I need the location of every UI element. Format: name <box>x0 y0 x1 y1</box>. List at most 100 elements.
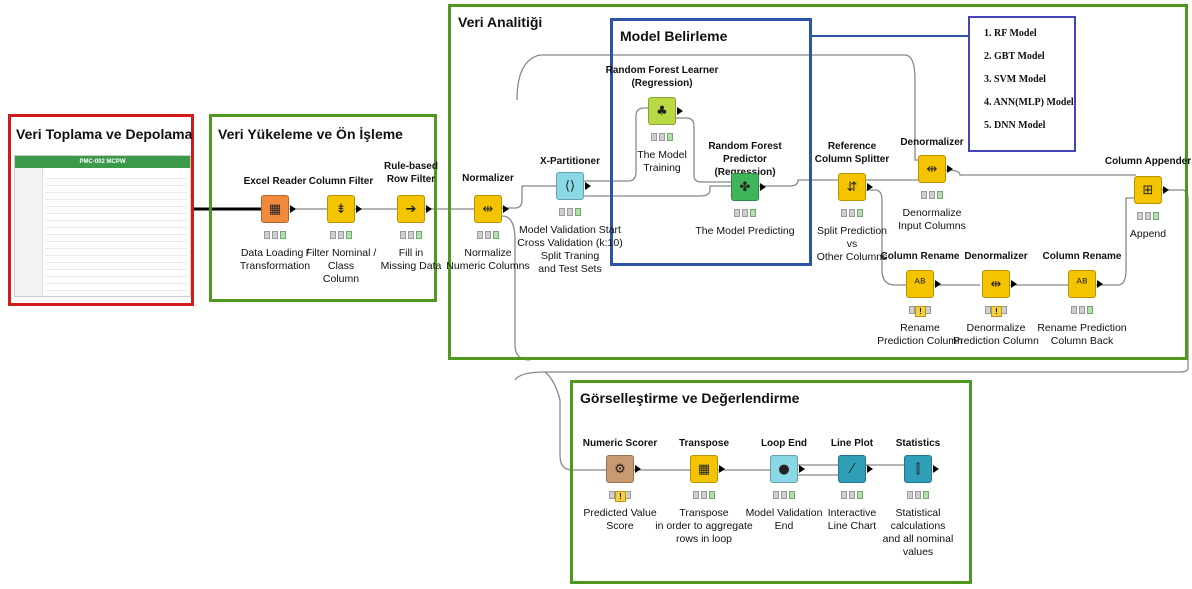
model-list-item: 1. RF Model <box>984 28 1037 39</box>
line-plot-description: Interactive Line Chart <box>827 507 877 532</box>
transpose-icon: ▦ <box>697 461 711 477</box>
warning-icon: ! <box>991 306 1002 317</box>
rule-filter-node[interactable]: ➔ <box>397 195 425 223</box>
data-collection-title: Veri Toplama ve Depolama <box>16 126 193 142</box>
column-appender-icon: ⊞ <box>1142 182 1154 198</box>
node-status-indicator <box>921 191 943 199</box>
denormalizer1-title: Denormalizer <box>900 137 964 148</box>
output-port-icon[interactable] <box>1011 280 1017 288</box>
loop-end-title: Loop End <box>760 438 808 449</box>
ref-splitter-node[interactable]: ⇵ <box>838 173 866 201</box>
model-list-item: 3. SVM Model <box>984 74 1046 85</box>
data-collection-panel <box>8 114 194 306</box>
rule-filter-description: Fill in Missing Data <box>380 247 442 272</box>
ref-splitter-title: Reference Column Splitter <box>814 141 890 165</box>
loop-end-description: Model Validation End <box>745 507 823 532</box>
ref-splitter-icon: ⇵ <box>846 179 858 195</box>
statistics-title: Statistics <box>895 438 941 449</box>
column-rename2-title: Column Rename <box>1042 251 1122 262</box>
column-filter-description: Filter Nominal / Class Column <box>305 247 377 285</box>
rf-predictor-title: Random Forest Predictor (Regression) <box>708 141 782 178</box>
output-port-icon[interactable] <box>503 205 509 213</box>
denormalizer1-description: Denormalize Input Columns <box>898 207 966 232</box>
output-port-icon[interactable] <box>867 465 873 473</box>
rf-predictor-node[interactable]: ✤ <box>731 173 759 201</box>
rf-learner-node[interactable]: ♣ <box>648 97 676 125</box>
node-status-indicator <box>841 209 863 217</box>
normalizer-description: Normalize Numeric Columns <box>446 247 530 272</box>
output-port-icon[interactable] <box>867 183 873 191</box>
output-port-icon[interactable] <box>585 182 591 190</box>
rf-learner-title: Random Forest Learner (Regression) <box>605 65 719 89</box>
numeric-scorer-icon: ⚙ <box>614 461 626 477</box>
data-analytics-panel <box>448 4 1188 360</box>
model-list-box <box>968 16 1076 152</box>
output-port-icon[interactable] <box>1163 186 1169 194</box>
numeric-scorer-description: Predicted Value Score <box>583 507 657 532</box>
output-port-icon[interactable] <box>947 165 953 173</box>
node-status-indicator <box>559 208 581 216</box>
excel-reader-icon: ▦ <box>268 201 282 217</box>
rule-filter-icon: ➔ <box>405 201 417 217</box>
spreadsheet-thumbnail: PMC-002 MCPW <box>14 155 191 297</box>
excel-reader-node[interactable]: ▦ <box>261 195 289 223</box>
column-rename2-node[interactable]: ᴬᴮ <box>1068 270 1096 298</box>
visualization-panel <box>570 380 972 584</box>
x-partitioner-description: Model Validation Start Cross Validation … <box>517 224 623 275</box>
normalizer-node[interactable]: ⇹ <box>474 195 502 223</box>
statistics-node[interactable]: ⫿ <box>904 455 932 483</box>
column-appender-title: Column Appender <box>1104 156 1192 167</box>
output-port-icon[interactable] <box>935 280 941 288</box>
transpose-node[interactable]: ▦ <box>690 455 718 483</box>
model-selection-panel <box>610 18 812 266</box>
output-port-icon[interactable] <box>677 107 683 115</box>
column-filter-node[interactable]: ⇟ <box>327 195 355 223</box>
line-plot-node[interactable]: ⁄ <box>838 455 866 483</box>
x-partitioner-node[interactable]: ⟨⟩ <box>556 172 584 200</box>
node-status-indicator <box>400 231 422 239</box>
output-port-icon[interactable] <box>799 465 805 473</box>
denormalizer2-icon: ⇹ <box>990 276 1002 292</box>
rf-learner-description: The Model Training <box>637 149 687 174</box>
output-port-icon[interactable] <box>719 465 725 473</box>
column-appender-node[interactable]: ⊞ <box>1134 176 1162 204</box>
x-partitioner-title: X-Partitioner <box>539 156 600 167</box>
column-filter-icon: ⇟ <box>335 201 347 217</box>
column-rename1-node[interactable]: ᴬᴮ <box>906 270 934 298</box>
warning-icon: ! <box>915 306 926 317</box>
node-status-indicator <box>651 133 673 141</box>
column-rename1-icon: ᴬᴮ <box>914 276 926 292</box>
node-status-indicator <box>1071 306 1093 314</box>
output-port-icon[interactable] <box>426 205 432 213</box>
statistics-icon: ⫿ <box>915 461 921 477</box>
column-rename2-icon: ᴬᴮ <box>1076 276 1088 292</box>
rf-predictor-description: The Model Predicting <box>695 225 795 237</box>
data-loading-title: Veri Yükeleme ve Ön İşleme <box>218 126 403 142</box>
line-plot-title: Line Plot <box>830 438 874 449</box>
output-port-icon[interactable] <box>760 183 766 191</box>
spreadsheet-sidebar <box>15 168 43 296</box>
output-port-icon[interactable] <box>933 465 939 473</box>
transpose-description: Transpose in order to aggregate rows in … <box>655 507 753 545</box>
loop-end-node[interactable]: ● <box>770 455 798 483</box>
output-port-icon[interactable] <box>1097 280 1103 288</box>
column-rename2-description: Rename Prediction Column Back <box>1037 322 1127 347</box>
column-filter-title: Column Filter <box>308 176 374 187</box>
output-port-icon[interactable] <box>290 205 296 213</box>
output-port-icon[interactable] <box>635 465 641 473</box>
denormalizer1-node[interactable]: ⇹ <box>918 155 946 183</box>
node-status-indicator <box>477 231 499 239</box>
model-list-item: 5. DNN Model <box>984 120 1046 131</box>
column-rename1-description: Rename Prediction Column <box>877 322 963 347</box>
node-status-indicator <box>330 231 352 239</box>
model-list-item: 4. ANN(MLP) Model <box>984 97 1074 108</box>
model-list-item: 2. GBT Model <box>984 51 1045 62</box>
output-port-icon[interactable] <box>356 205 362 213</box>
denormalizer2-node[interactable]: ⇹ <box>982 270 1010 298</box>
numeric-scorer-title: Numeric Scorer <box>582 438 658 449</box>
rule-filter-title: Rule-based Row Filter <box>384 161 438 185</box>
visualization-title: Görselleştirme ve Değerlendirme <box>580 390 800 406</box>
denormalizer2-description: Denormalize Prediction Column <box>953 322 1039 347</box>
numeric-scorer-node[interactable]: ⚙ <box>606 455 634 483</box>
